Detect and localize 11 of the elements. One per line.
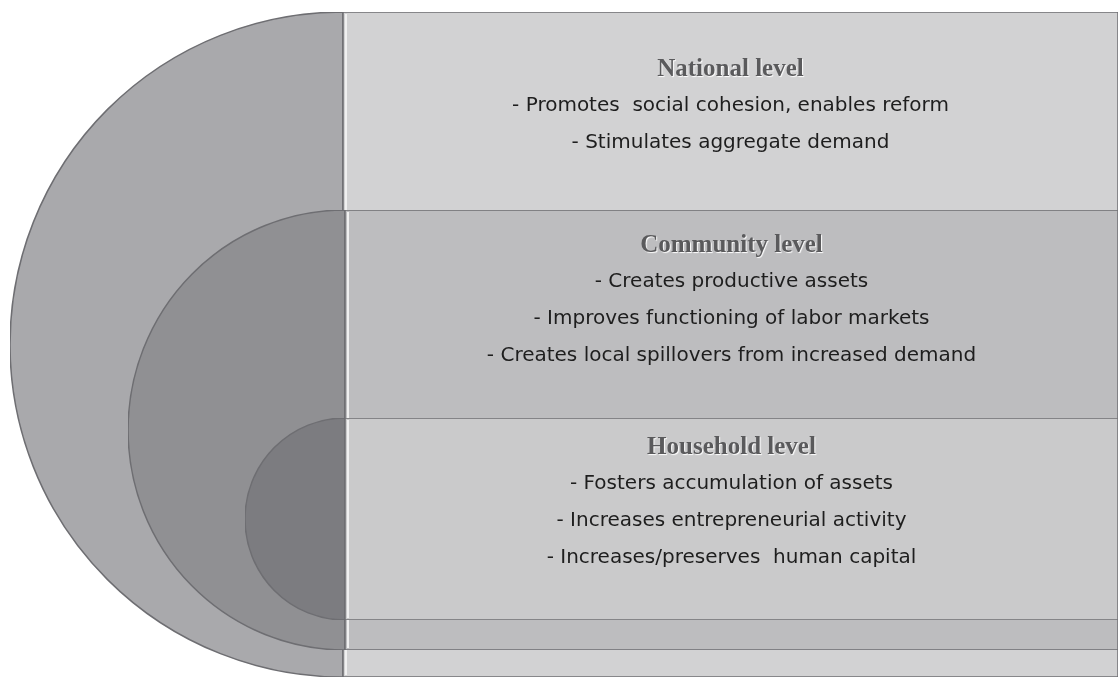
level-heading: Household level bbox=[647, 431, 816, 461]
level-heading: National level bbox=[657, 53, 804, 83]
bullet-text: - Improves functioning of labor markets bbox=[533, 304, 930, 331]
bullet-text: - Increases/preserves human capital bbox=[546, 543, 917, 570]
bullet-text: - Creates productive assets bbox=[594, 267, 869, 294]
bullet-text: - Creates local spillovers from increased demand bbox=[486, 341, 977, 368]
level-heading: Community level bbox=[640, 229, 823, 259]
bullet-text: - Fosters accumulation of assets bbox=[570, 469, 893, 496]
bullet-text: - Stimulates aggregate demand bbox=[571, 128, 890, 155]
bullet-text: - Increases entrepreneurial activity bbox=[556, 506, 907, 533]
bullet-text: - Promotes social cohesion, enables reform bbox=[512, 91, 949, 118]
